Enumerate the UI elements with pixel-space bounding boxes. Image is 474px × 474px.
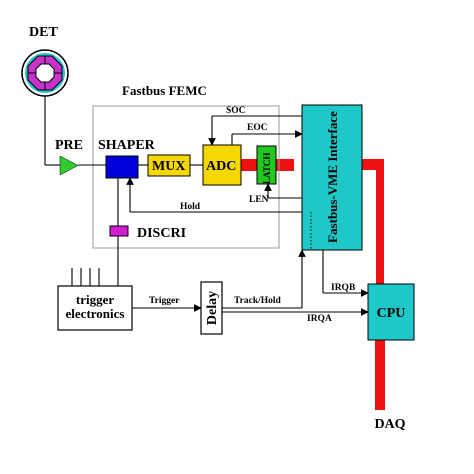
fastbus-vme-interface xyxy=(301,104,363,251)
hold-label: Hold xyxy=(180,202,201,212)
latch-label: LATCH xyxy=(262,153,272,184)
len-label: LEN xyxy=(249,195,269,205)
det-label: DET xyxy=(29,25,58,40)
irqa-label: IRQA xyxy=(307,314,332,324)
delay-label: Delay xyxy=(205,291,220,325)
adc-block xyxy=(202,144,242,186)
discri-label: DISCRI xyxy=(137,226,186,241)
mux-label: MUX xyxy=(152,159,185,174)
eoc-label: EOC xyxy=(247,123,268,133)
cpu-label: CPU xyxy=(377,306,406,321)
pre-label: PRE xyxy=(55,138,83,153)
trigger-electronics-block xyxy=(57,285,133,331)
soc-label: SOC xyxy=(226,106,246,116)
shaper-label: SHAPER xyxy=(98,138,156,153)
trigger-electronics-label-1: trigger xyxy=(76,292,114,307)
trigger-label: Trigger xyxy=(149,296,180,306)
cpu-block xyxy=(367,283,415,341)
interface-label: Fastbus-VME Interface xyxy=(325,111,340,243)
detector-icon xyxy=(21,49,69,97)
irqb-label: IRQB xyxy=(331,283,356,293)
data-bus-adc-latch xyxy=(241,159,257,171)
preamp-triangle xyxy=(59,155,79,176)
track-hold-label: Track/Hold xyxy=(234,296,282,306)
femc-title: Fastbus FEMC xyxy=(122,83,207,98)
discri-block xyxy=(109,225,129,237)
trigger-electronics-label-2: electronics xyxy=(66,306,125,321)
daq-label: DAQ xyxy=(374,417,405,432)
trigger-inputs xyxy=(71,268,100,286)
adc-label: ADC xyxy=(206,159,236,174)
femc-frame xyxy=(92,105,280,249)
shaper-block xyxy=(105,155,139,179)
data-bus-latch-interface xyxy=(276,159,294,171)
